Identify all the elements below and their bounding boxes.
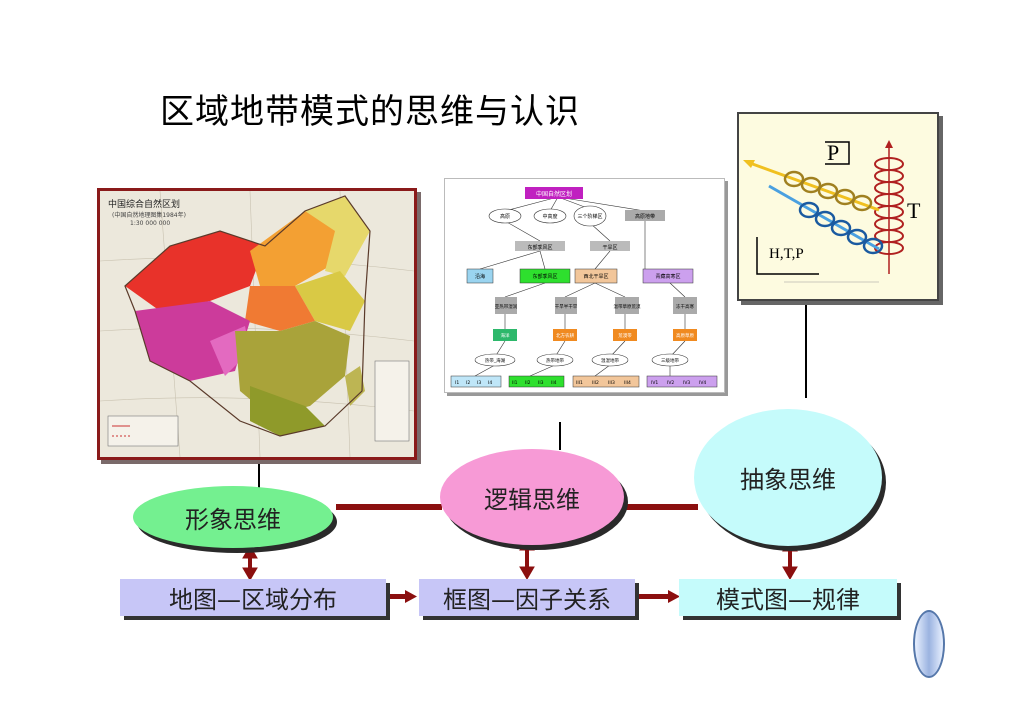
- svg-text:II3: II3: [538, 380, 544, 386]
- svg-text:中高度: 中高度: [542, 213, 557, 220]
- svg-text:T: T: [907, 198, 921, 223]
- svg-text:IV2: IV2: [667, 380, 674, 386]
- slide-nav-button[interactable]: [913, 610, 945, 678]
- svg-text:IV1: IV1: [651, 380, 658, 386]
- svg-text:三个阶梯区: 三个阶梯区: [577, 213, 602, 220]
- svg-text:I4: I4: [488, 380, 492, 386]
- svg-text:温湿地带: 温湿地带: [601, 357, 619, 364]
- page-title: 区域地带模式的思维与认识: [160, 92, 580, 132]
- svg-text:IV3: IV3: [683, 380, 690, 386]
- svg-text:冻干高寒: 冻干高寒: [676, 303, 694, 310]
- svg-text:干旱区: 干旱区: [602, 245, 617, 251]
- bar-right: [626, 504, 698, 510]
- svg-text:高原草原: 高原草原: [676, 332, 694, 339]
- svg-text:III3: III3: [608, 380, 615, 386]
- logic-thinking-oval: 逻辑思维: [440, 449, 624, 545]
- arrow-up-down-1: [242, 545, 258, 581]
- image-thinking-oval: 形象思维: [133, 486, 333, 548]
- svg-text:三级地带: 三级地带: [661, 357, 679, 364]
- arrow-right-2: [638, 590, 680, 603]
- svg-text:II4: II4: [551, 380, 557, 386]
- svg-text:1:30 000 000: 1:30 000 000: [130, 220, 170, 227]
- svg-text:II1: II1: [512, 380, 518, 386]
- svg-text:热带_海湖: 热带_海湖: [485, 357, 506, 364]
- svg-text:东部季风区: 东部季风区: [532, 273, 557, 280]
- svg-text:东部季风区: 东部季风区: [527, 244, 552, 251]
- svg-text:北方农耕: 北方农耕: [556, 332, 574, 339]
- svg-text:海洋: 海洋: [501, 332, 510, 339]
- red-region: [125, 231, 265, 311]
- svg-text:沿海: 沿海: [475, 273, 485, 280]
- svg-text:中国自然区划: 中国自然区划: [536, 190, 572, 198]
- abstract-thinking-oval: 抽象思维: [694, 409, 882, 546]
- svg-text:荒漠带: 荒漠带: [618, 332, 632, 339]
- svg-text:H,T,P: H,T,P: [769, 246, 804, 262]
- svg-text:高原: 高原: [500, 213, 510, 220]
- model-law-box: 模式图—规律: [679, 579, 897, 616]
- svg-text:西北干旱区: 西北干旱区: [583, 273, 608, 280]
- htp-model-diagram: P H,T,P T: [737, 112, 939, 301]
- svg-text:III2: III2: [592, 380, 599, 386]
- map-distribution-box: 地图—区域分布: [120, 579, 386, 616]
- svg-text:III4: III4: [624, 380, 631, 386]
- svg-text:温带草原荒漠: 温带草原荒漠: [614, 303, 641, 310]
- arrow-right-1: [389, 590, 417, 603]
- frame-factor-box: 框图—因子关系: [419, 579, 635, 616]
- svg-text:干旱半干旱: 干旱半干旱: [555, 303, 578, 310]
- svg-text:I2: I2: [466, 380, 470, 386]
- svg-text:I1: I1: [455, 380, 459, 386]
- svg-text:II2: II2: [525, 380, 531, 386]
- svg-text:III1: III1: [576, 380, 583, 386]
- china-zoning-map: 中国综合自然区划 (中国自然地理图集1984年) 1:30 000 000: [97, 188, 417, 460]
- svg-text:IV4: IV4: [699, 380, 706, 386]
- svg-text:高原地带: 高原地带: [635, 213, 655, 220]
- svg-text:亚热带湿润: 亚热带湿润: [495, 303, 518, 310]
- svg-text:(中国自然地理图集1984年): (中国自然地理图集1984年): [112, 211, 186, 219]
- svg-text:青藏高寒区: 青藏高寒区: [655, 273, 680, 280]
- svg-text:P: P: [827, 140, 839, 165]
- svg-text:热带地带: 热带地带: [546, 357, 564, 364]
- bar-left: [336, 504, 442, 510]
- svg-text:中国综合自然区划: 中国综合自然区划: [108, 198, 180, 210]
- svg-text:I3: I3: [477, 380, 481, 386]
- zoning-flowchart: 中国自然区划 高原 中高度 三个阶梯区 高原地带 东部季风区 干旱区 沿海 东部…: [444, 178, 725, 393]
